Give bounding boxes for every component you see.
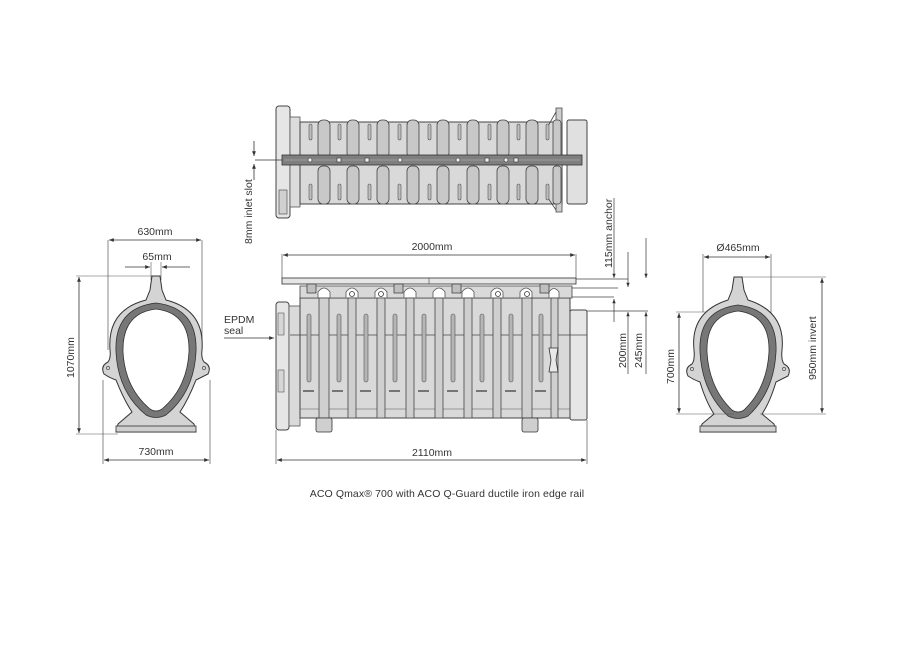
epdm-seal-label-line1: EPDM: [224, 314, 254, 326]
diameter-label: Ø465mm: [716, 242, 759, 254]
overall-length-label: 2110mm: [412, 447, 452, 459]
base-width-label: 730mm: [138, 446, 173, 458]
inner-height-label: 700mm: [665, 349, 677, 384]
height-label: 1070mm: [65, 337, 77, 378]
caption-text: ACO Qmax® 700 with ACO Q-Guard ductile i…: [309, 488, 585, 500]
inlet-slot-label: 8mm inlet slot: [243, 179, 255, 244]
anchor-depth-label: 115mm anchor: [603, 198, 615, 268]
drawing-caption: ACO Qmax® 700 with ACO Q-Guard ductile i…: [0, 488, 900, 500]
epdm-seal-label-line2: seal: [224, 325, 243, 337]
side-elevation: 2000mm: [224, 198, 648, 464]
top-width-label: 630mm: [137, 226, 172, 238]
right-end-section: Ø465mm 700mm 950mm invert: [665, 242, 826, 433]
slot-width-label: 65mm: [142, 251, 171, 263]
plan-view: 8mm inlet slot: [243, 105, 588, 244]
depth-200-label: 200mm: [617, 333, 629, 368]
invert-label: 950mm invert: [807, 316, 819, 380]
left-end-section: 630mm 65mm 1070mm 730mm: [65, 226, 211, 464]
depth-245-label: 245mm: [633, 333, 645, 368]
rail-length-label: 2000mm: [412, 241, 453, 253]
